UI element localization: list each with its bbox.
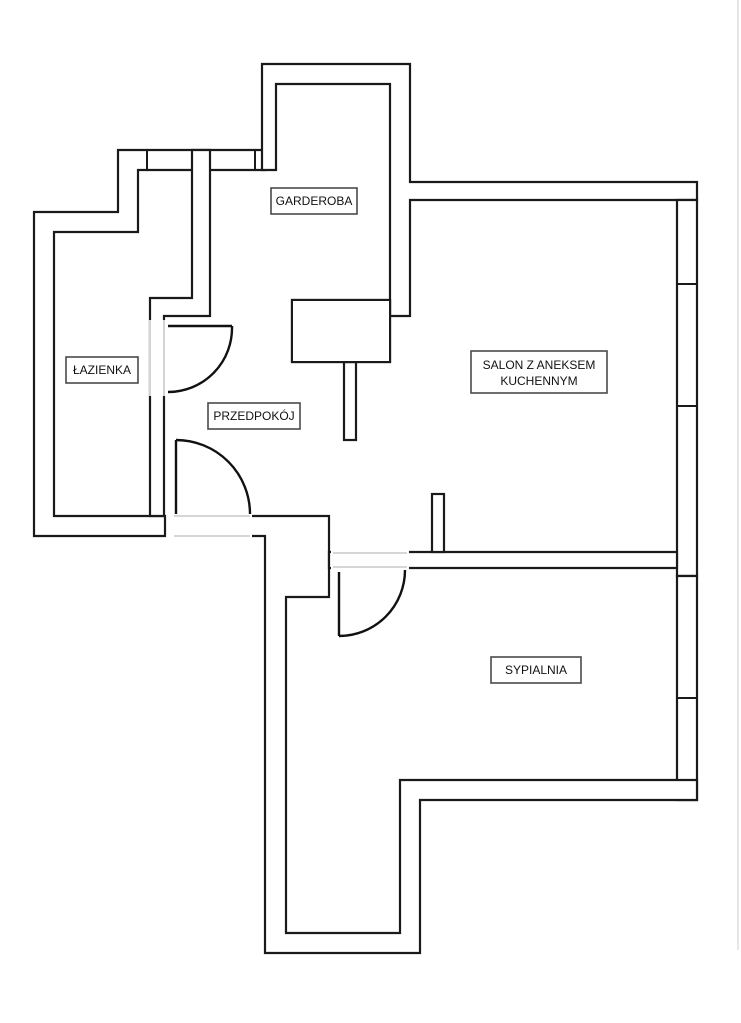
label-przedpokoj-text: PRZEDPOKÓJ	[213, 408, 294, 423]
label-garderoba-text: GARDEROBA	[276, 194, 353, 208]
entrance-door-swing	[175, 438, 252, 515]
wall-bedroom-south	[248, 514, 699, 955]
wall-living-east	[675, 198, 699, 578]
wall-wardrobe-tower	[260, 62, 699, 318]
bathroom-door-gap	[149, 320, 166, 396]
bedroom-door-gap	[331, 550, 409, 570]
bedroom-door-swing	[338, 569, 407, 638]
wall-living-bedroom	[327, 550, 679, 570]
label-sypialnia-box	[490, 656, 582, 684]
wardrobe-closet-fill	[293, 301, 389, 361]
label-sypialnia-text: SYPIALNIA	[505, 663, 567, 677]
label-garderoba-box	[270, 187, 358, 215]
wall-bedroom-east	[675, 574, 699, 802]
bathroom-door-swing	[167, 325, 234, 394]
entrance-door-gap	[170, 514, 252, 538]
label-lazienka: ŁAZIENKA	[65, 356, 139, 384]
wall-kitchen-stub	[430, 492, 446, 554]
label-przedpokoj: PRZEDPOKÓJ	[207, 402, 301, 430]
label-garderoba: GARDEROBA	[270, 187, 358, 215]
label-salon-text-line2: KUCHENNYM	[500, 374, 577, 388]
label-salon-text-line1: SALON Z ANEKSEM	[483, 358, 596, 372]
wall-bathroom-west	[32, 148, 267, 538]
label-lazienka-text: ŁAZIENKA	[73, 363, 131, 377]
label-salon: SALON Z ANEKSEM KUCHENNYM	[470, 350, 608, 394]
wall-bathroom-east	[148, 148, 212, 518]
label-salon-box	[470, 350, 608, 394]
wall-hall-pillar	[342, 360, 358, 442]
label-lazienka-box	[65, 356, 139, 384]
label-sypialnia: SYPIALNIA	[490, 656, 582, 684]
label-przedpokoj-box	[207, 402, 301, 430]
